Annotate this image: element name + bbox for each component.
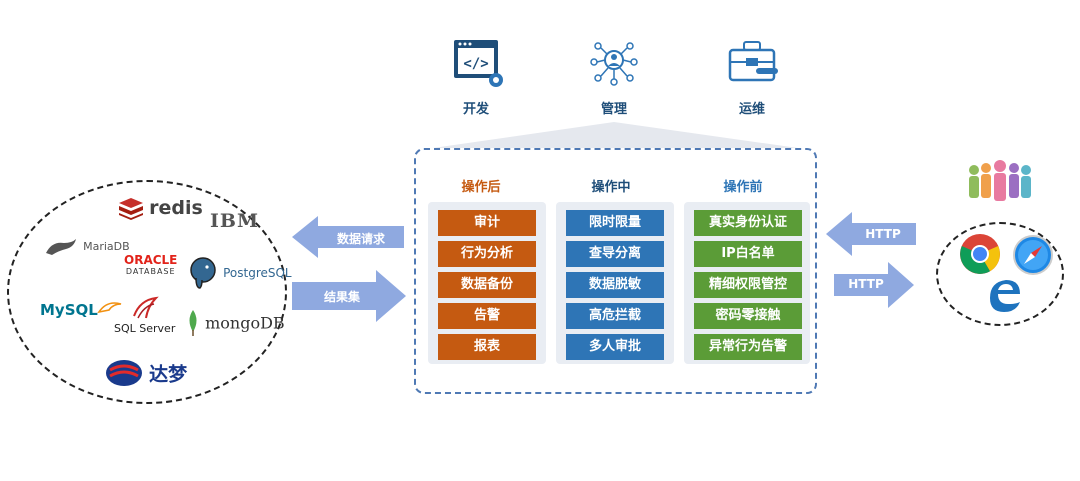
- edge-icon: [990, 280, 1020, 312]
- role-dev: </> 开发: [436, 38, 516, 117]
- item-password-zero-touch[interactable]: 密码零接触: [694, 303, 802, 329]
- seal-icon: [46, 238, 76, 255]
- item-time-limit[interactable]: 限时限量: [566, 210, 664, 236]
- sqlserver-logo: SQL Server: [114, 296, 175, 335]
- oracle-logo: ORACLE DATABASE: [124, 254, 177, 276]
- client-group: [936, 222, 1064, 326]
- item-identity-auth[interactable]: 真实身份认证: [694, 210, 802, 236]
- arrow-result-set: [292, 270, 406, 322]
- redis-text: redis: [149, 197, 203, 219]
- role-ops: 运维: [712, 38, 792, 117]
- item-behavior-analysis[interactable]: 行为分析: [438, 241, 536, 267]
- item-data-masking[interactable]: 数据脱敏: [566, 272, 664, 298]
- toolbox-icon: [728, 41, 778, 82]
- arrow-http-in-label: HTTP: [865, 227, 901, 241]
- role-dev-label: 开发: [462, 102, 489, 117]
- item-multi-approval[interactable]: 多人审批: [566, 334, 664, 360]
- mongodb-text: mongoDB: [205, 313, 285, 333]
- role-manage-label: 管理: [600, 102, 627, 117]
- oracle-sub-text: DATABASE: [125, 267, 176, 276]
- mysql-text: MySQL: [40, 301, 98, 319]
- sqlserver-icon: [132, 296, 159, 319]
- dolphin-icon: [97, 302, 122, 314]
- safari-icon: [1013, 235, 1053, 275]
- role-ops-label: 运维: [738, 102, 765, 117]
- mariadb-logo: MariaDB: [44, 236, 130, 257]
- code-window-icon: </>: [454, 40, 503, 87]
- item-abnormal-alarm[interactable]: 异常行为告警: [694, 334, 802, 360]
- mongodb-logo: mongoDB: [186, 310, 285, 336]
- dameng-logo: 达梦: [104, 358, 187, 388]
- arrow-http-out-label: HTTP: [848, 277, 884, 291]
- item-ip-whitelist[interactable]: IP白名单: [694, 241, 802, 267]
- item-audit[interactable]: 审计: [438, 210, 536, 236]
- funnel-shape: [419, 122, 812, 150]
- arrow-data-request-label: 数据请求: [336, 232, 385, 246]
- dameng-icon: [106, 360, 142, 386]
- arrow-data-request: [292, 216, 404, 258]
- users-group-icon: [969, 160, 1031, 201]
- leaf-icon: [189, 310, 197, 336]
- oracle-text: ORACLE: [124, 253, 178, 267]
- redis-logo: redis: [118, 196, 203, 220]
- postgresql-logo: PostgreSQL: [188, 256, 292, 290]
- elephant-icon: [190, 257, 216, 289]
- postgresql-text: PostgreSQL: [223, 266, 292, 280]
- column-before: 真实身份认证 IP白名单 精细权限管控 密码零接触 异常行为告警: [684, 202, 810, 364]
- mysql-logo: MySQL: [40, 300, 123, 319]
- column-title-before: 操作前: [723, 180, 763, 195]
- redis-icon: [119, 198, 143, 220]
- item-query-export-split[interactable]: 查导分离: [566, 241, 664, 267]
- item-data-backup[interactable]: 数据备份: [438, 272, 536, 298]
- sqlserver-text: SQL Server: [114, 322, 176, 335]
- column-during: 限时限量 查导分离 数据脱敏 高危拦截 多人审批: [556, 202, 674, 364]
- ibm-logo: IBM: [210, 210, 259, 232]
- item-fine-permission[interactable]: 精细权限管控: [694, 272, 802, 298]
- column-after: 审计 行为分析 数据备份 告警 报表: [428, 202, 546, 364]
- dameng-text: 达梦: [149, 363, 188, 386]
- svg-text:</>: </>: [463, 56, 488, 72]
- item-report[interactable]: 报表: [438, 334, 536, 360]
- database-group: [7, 180, 287, 404]
- arrow-http-out: [834, 262, 914, 308]
- chrome-icon: [960, 234, 1000, 274]
- arrow-http-in: [826, 212, 916, 256]
- arrow-result-set-label: 结果集: [323, 290, 360, 304]
- item-high-risk-block[interactable]: 高危拦截: [566, 303, 664, 329]
- column-title-during: 操作中: [591, 180, 631, 195]
- column-title-after: 操作后: [461, 180, 501, 195]
- mariadb-text: MariaDB: [83, 240, 130, 253]
- role-manage: 管理: [574, 38, 654, 117]
- network-people-icon: [590, 42, 638, 86]
- item-alarm[interactable]: 告警: [438, 303, 536, 329]
